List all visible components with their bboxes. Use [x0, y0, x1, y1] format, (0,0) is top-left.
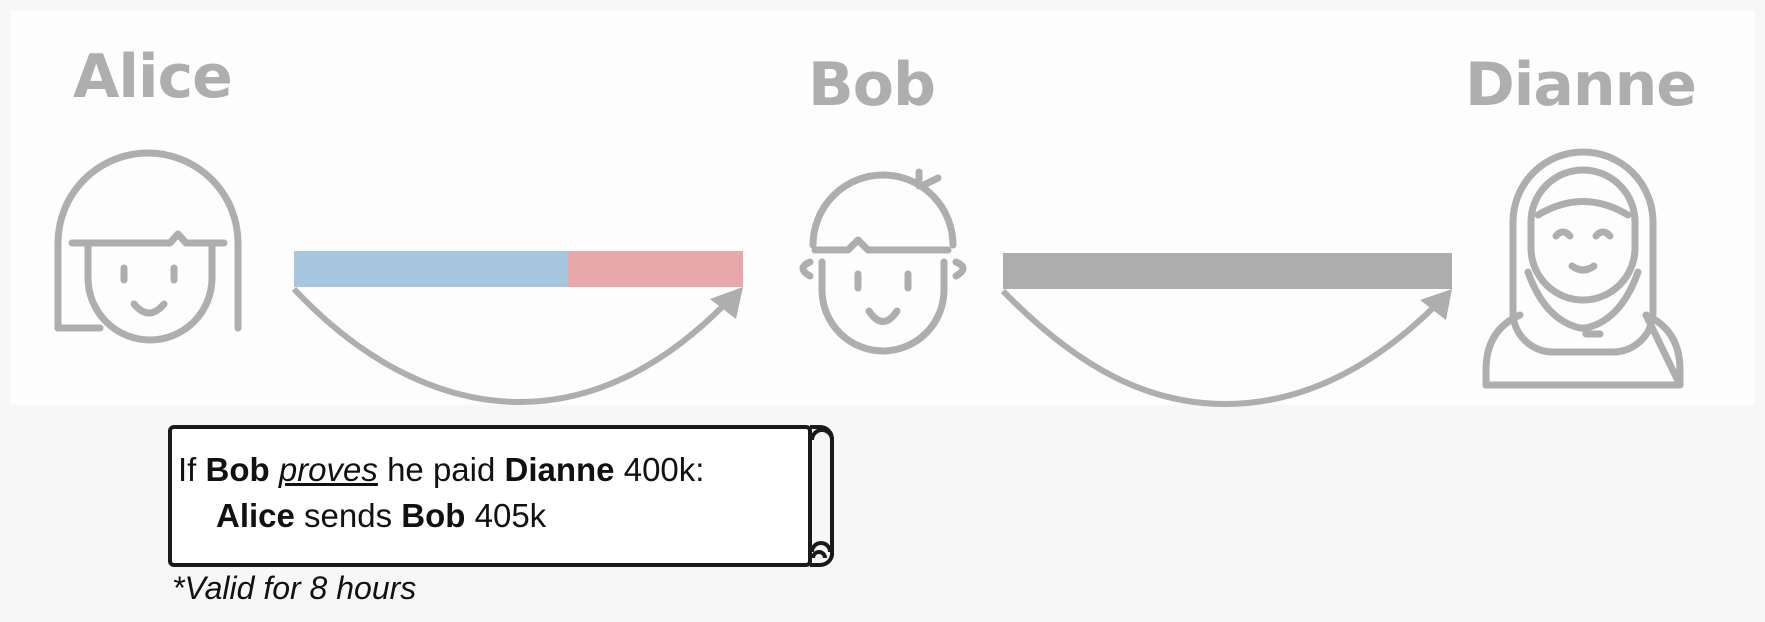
hijab-woman-icon	[1482, 148, 1684, 389]
channel-bar-bob-dianne	[1003, 253, 1452, 289]
name-bob: Bob	[808, 50, 936, 120]
contract-line-1: If Bob proves he paid Dianne 400k:	[178, 447, 704, 493]
contract-amount: 400k:	[623, 451, 705, 488]
contract-party-dianne: Dianne	[504, 451, 615, 488]
contract-word: sends	[304, 497, 393, 534]
boy-icon	[799, 168, 967, 355]
contract-word: he paid	[387, 451, 496, 488]
contract-word: If	[178, 451, 197, 488]
contract-verb-proves: proves	[278, 451, 378, 488]
contract-party-bob: Bob	[401, 497, 466, 534]
contract-amount: 405k	[474, 497, 547, 534]
diagram-panel	[10, 10, 1755, 405]
payment-arrow-alice-bob	[291, 286, 728, 406]
name-dianne: Dianne	[1465, 50, 1697, 120]
contract-scroll	[168, 425, 834, 568]
contract-line-2: Alice sends Bob 405k	[178, 493, 704, 539]
arrowhead-icon	[710, 287, 743, 319]
contract-text: If Bob proves he paid Dianne 400k: Alice…	[178, 447, 704, 539]
channel-bar-alice-bob-left	[294, 251, 568, 287]
girl-icon	[54, 149, 242, 344]
payment-arrow-bob-dianne	[1000, 288, 1438, 408]
validity-note: *Valid for 8 hours	[172, 570, 417, 606]
channel-bar-alice-bob-right	[568, 251, 743, 287]
contract-party-alice: Alice	[216, 497, 295, 534]
contract-party-bob: Bob	[205, 451, 270, 488]
name-alice: Alice	[73, 42, 233, 112]
arrowhead-icon	[1420, 289, 1452, 320]
